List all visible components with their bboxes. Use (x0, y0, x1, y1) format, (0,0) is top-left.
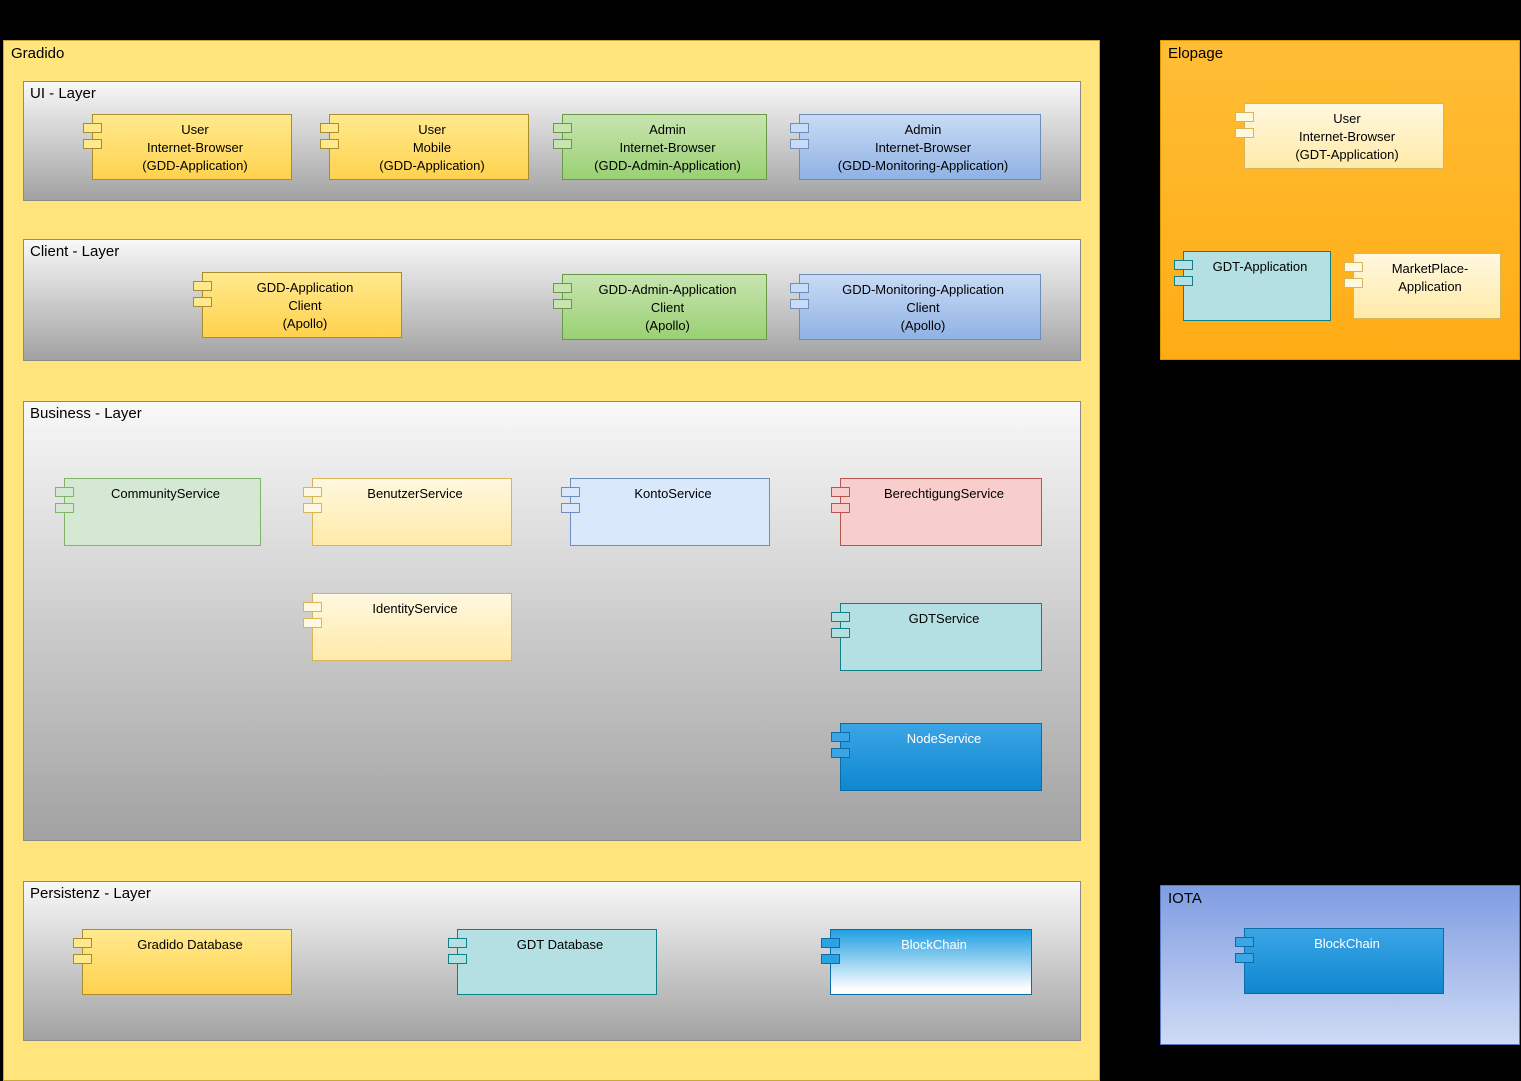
component-port (831, 748, 850, 758)
component-port (193, 297, 212, 307)
component-marketplace-application: MarketPlace- Application (1344, 253, 1501, 319)
component-label: CommunityService (110, 486, 221, 501)
elopage-container-title: Elopage (1168, 45, 1224, 62)
component-port (553, 139, 572, 149)
component-port (303, 602, 322, 612)
component-port (790, 139, 809, 149)
component-port (303, 618, 322, 628)
component-port (790, 299, 809, 309)
ui-layer-title: UI - Layer (30, 85, 96, 102)
component-admin-internet-browser-gdd-admin-application: Admin Internet-Browser (GDD-Admin-Applic… (553, 114, 767, 180)
component-port (821, 954, 840, 964)
component-label: BlockChain (901, 937, 967, 952)
component-port (553, 283, 572, 293)
business-layer: Business - Layer CommunityService Benutz… (23, 401, 1081, 841)
component-blockchain-gradido: BlockChain (821, 929, 1032, 995)
component-identity-service: IdentityService (303, 593, 512, 661)
component-label: Gradido Database (137, 937, 243, 952)
component-admin-internet-browser-gdd-monitoring-application: Admin Internet-Browser (GDD-Monitoring-A… (790, 114, 1041, 180)
component-gdt-application: GDT-Application (1174, 251, 1331, 321)
component-berechtigung-service: BerechtigungService (831, 478, 1042, 546)
component-port (83, 139, 102, 149)
ui-layer: UI - Layer User Internet-Browser (GDD-Ap… (23, 81, 1081, 201)
elopage-container: Elopage User Internet-Browser (GDT-Appli… (1160, 40, 1520, 360)
component-port (83, 123, 102, 133)
component-port (831, 612, 850, 622)
component-label: BenutzerService (367, 486, 463, 501)
component-gdd-monitoring-application-client: GDD-Monitoring-Application Client (Apoll… (790, 274, 1041, 340)
component-port (193, 281, 212, 291)
component-label: Admin Internet-Browser (GDD-Monitoring-A… (837, 122, 1009, 173)
component-port (1174, 260, 1193, 270)
component-port (303, 503, 322, 513)
component-label: IdentityService (372, 601, 458, 616)
component-port (73, 938, 92, 948)
client-layer-title: Client - Layer (30, 243, 120, 260)
component-port (320, 123, 339, 133)
component-port (1235, 953, 1254, 963)
gradido-container-title: Gradido (11, 45, 65, 62)
component-port (55, 487, 74, 497)
component-user-internet-browser-gdd-application: User Internet-Browser (GDD-Application) (83, 114, 292, 180)
component-label: Admin Internet-Browser (GDD-Admin-Applic… (594, 122, 741, 173)
component-port (448, 938, 467, 948)
persistenz-layer: Persistenz - Layer Gradido Database GDT … (23, 881, 1081, 1041)
component-port (831, 732, 850, 742)
component-port (553, 123, 572, 133)
component-port (561, 503, 580, 513)
component-port (320, 139, 339, 149)
iota-container: IOTA BlockChain (1160, 885, 1520, 1045)
component-gdt-service: GDTService (831, 603, 1042, 671)
component-user-internet-browser-gdt-application: User Internet-Browser (GDT-Application) (1235, 103, 1444, 169)
component-port (303, 487, 322, 497)
component-port (831, 503, 850, 513)
client-layer: Client - Layer GDD-Application Client (A… (23, 239, 1081, 361)
component-blockchain-iota: BlockChain (1235, 928, 1444, 994)
component-label: User Mobile (GDD-Application) (379, 122, 485, 173)
component-label: User Internet-Browser (GDT-Application) (1295, 111, 1399, 162)
component-gdd-admin-application-client: GDD-Admin-Application Client (Apollo) (553, 274, 767, 340)
component-port (55, 503, 74, 513)
component-label: GDD-Admin-Application Client (Apollo) (598, 282, 737, 333)
component-label: KontoService (634, 486, 712, 501)
component-gradido-database: Gradido Database (73, 929, 292, 995)
component-node-service: NodeService (831, 723, 1042, 791)
component-port (553, 299, 572, 309)
component-benutzer-service: BenutzerService (303, 478, 512, 546)
component-port (1174, 276, 1193, 286)
component-port (1235, 128, 1254, 138)
component-port (831, 628, 850, 638)
component-label: NodeService (906, 731, 982, 746)
component-label: MarketPlace- Application (1391, 261, 1469, 294)
business-layer-title: Business - Layer (30, 405, 142, 422)
gradido-container: Gradido UI - Layer User Internet-Browser… (3, 40, 1100, 1081)
component-port (448, 954, 467, 964)
component-label: GDTService (908, 611, 980, 626)
component-port (561, 487, 580, 497)
component-port (790, 123, 809, 133)
component-label: User Internet-Browser (GDD-Application) (142, 122, 248, 173)
iota-container-title: IOTA (1168, 890, 1202, 907)
component-label: GDD-Application Client (Apollo) (256, 280, 354, 331)
component-label: GDT Database (516, 937, 604, 952)
component-gdt-database: GDT Database (448, 929, 657, 995)
component-label: GDT-Application (1212, 259, 1308, 274)
persistenz-layer-title: Persistenz - Layer (30, 885, 151, 902)
component-gdd-application-client: GDD-Application Client (Apollo) (193, 272, 402, 338)
component-port (1344, 262, 1363, 272)
component-port (1344, 278, 1363, 288)
component-user-mobile-gdd-application: User Mobile (GDD-Application) (320, 114, 529, 180)
component-port (1235, 112, 1254, 122)
component-community-service: CommunityService (55, 478, 261, 546)
component-port (1235, 937, 1254, 947)
component-konto-service: KontoService (561, 478, 770, 546)
component-port (73, 954, 92, 964)
component-port (790, 283, 809, 293)
component-port (831, 487, 850, 497)
component-label: BerechtigungService (884, 486, 1004, 501)
component-port (821, 938, 840, 948)
component-label: BlockChain (1314, 936, 1380, 951)
component-label: GDD-Monitoring-Application Client (Apoll… (842, 282, 1004, 333)
